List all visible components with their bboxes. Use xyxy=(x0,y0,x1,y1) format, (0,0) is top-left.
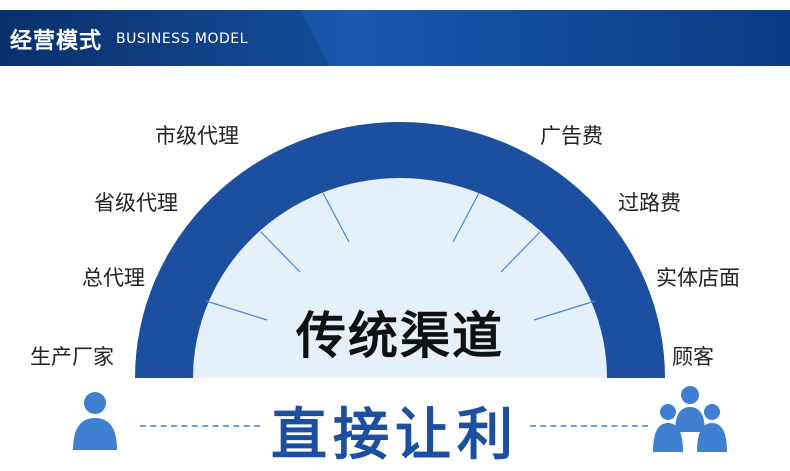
bottom-label: 直接让利 xyxy=(271,403,519,468)
header-tab xyxy=(0,10,330,66)
label-manufacturer: 生产厂家 xyxy=(30,345,114,369)
label-city-agent: 市级代理 xyxy=(155,124,239,148)
arch-ticks xyxy=(205,192,596,321)
label-advertising-fee: 广告费 xyxy=(540,124,603,148)
header-title: 经营模式 xyxy=(10,29,103,54)
group-icon xyxy=(653,386,727,452)
label-customer: 顾客 xyxy=(672,345,714,369)
label-province-agent: 省级代理 xyxy=(94,191,178,215)
header-subtitle: BUSINESS MODEL xyxy=(116,31,248,47)
left-dashed-line xyxy=(140,425,260,427)
center-label: 传统渠道 xyxy=(296,307,504,365)
label-general-agent: 总代理 xyxy=(82,266,145,290)
person-icon xyxy=(73,392,117,450)
label-physical-store: 实体店面 xyxy=(656,266,740,290)
label-toll-fee: 过路费 xyxy=(618,191,681,215)
arch-inner xyxy=(193,178,607,378)
right-dashed-line xyxy=(530,425,648,427)
header-banner: 经营模式 BUSINESS MODEL xyxy=(0,10,790,66)
